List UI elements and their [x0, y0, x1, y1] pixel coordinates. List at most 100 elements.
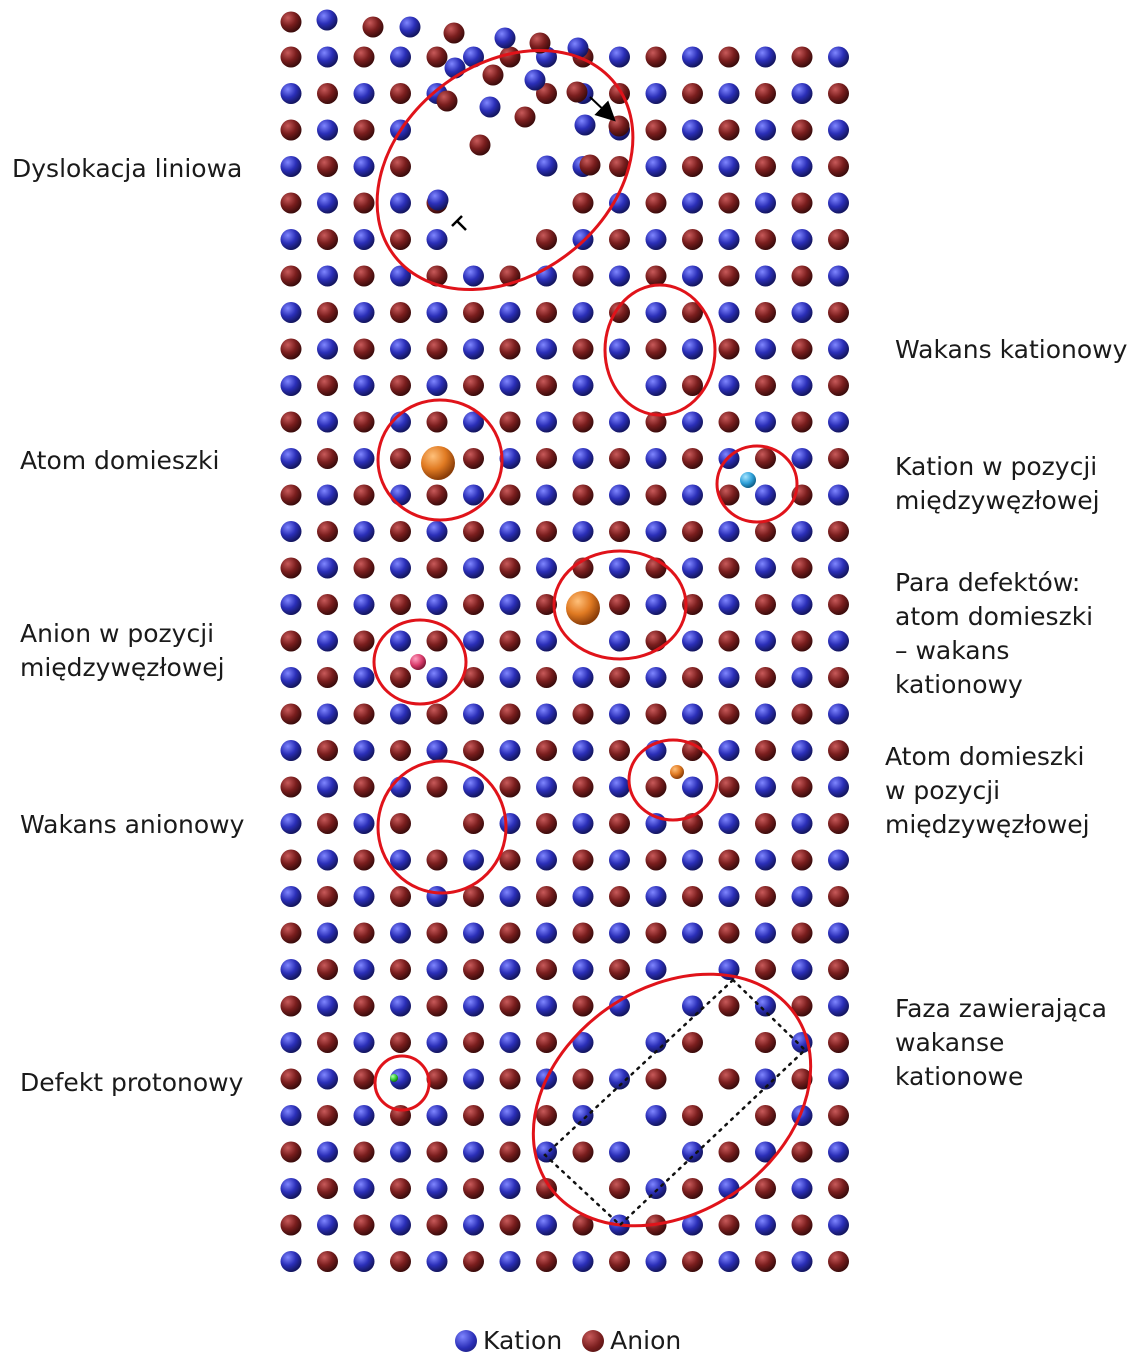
cation-atom [828, 265, 849, 287]
anion-atom [353, 1214, 375, 1236]
cation-atom [317, 484, 338, 506]
cation-atom [682, 849, 703, 871]
dislocation-highlight [375, 49, 635, 291]
anion-atom [463, 1251, 484, 1272]
anion-atom [718, 1141, 740, 1163]
anion-atom [362, 16, 384, 38]
anion-atom [436, 90, 458, 112]
cation-atom [499, 886, 521, 907]
cation-atom [390, 995, 411, 1017]
cation-atom [609, 776, 630, 798]
protonic-defect-highlight [373, 1054, 431, 1112]
anion-atom [718, 46, 740, 68]
cation-atom [755, 776, 776, 798]
anion-atom [426, 1141, 448, 1163]
label-impurity-atom: Atom domieszki [20, 446, 220, 475]
anion-atom [514, 106, 536, 128]
cation-atom [390, 703, 411, 725]
anion-atom [682, 375, 703, 396]
cation-atom [572, 302, 594, 323]
cation-atom [718, 813, 740, 834]
cation-atom [682, 411, 703, 433]
anion-atom [718, 703, 740, 725]
anion-atom [609, 156, 630, 177]
cation-atom [280, 302, 302, 323]
anion-atom [609, 813, 630, 834]
cation-atom [390, 1068, 411, 1090]
anion-atom [426, 630, 448, 652]
cation-atom [353, 594, 375, 615]
anion-atom [828, 448, 849, 469]
cation-atom [499, 521, 521, 542]
cation-atom [280, 1032, 302, 1053]
cation-atom [536, 557, 557, 579]
cation-atom [755, 484, 776, 506]
cation-atom [317, 995, 338, 1017]
cation-atom [353, 156, 375, 177]
anion-atom [755, 1251, 776, 1272]
anion-atom [426, 557, 448, 579]
cation-atom [463, 557, 484, 579]
cation-atom [828, 338, 849, 360]
cation-atom [791, 302, 813, 323]
anion-atom [353, 922, 375, 944]
cation-atom [572, 375, 594, 396]
cation-atom [317, 338, 338, 360]
label-anion-vacancy: Wakans anionowy [20, 810, 245, 839]
anion-atom [645, 1068, 667, 1090]
anion-atom [353, 119, 375, 141]
label-interstitial-cation: Kation w pozycji międzywęzłowej [895, 452, 1100, 515]
anion-atom [755, 375, 776, 396]
cation-atom [390, 557, 411, 579]
anion-atom [280, 703, 302, 725]
cation-atom [536, 776, 557, 798]
cation-atom [609, 46, 630, 68]
cation-atom [463, 1214, 484, 1236]
impurity-highlight [376, 398, 504, 522]
cation-atom [536, 630, 557, 652]
anion-atom [791, 265, 813, 287]
anion-atom [755, 1105, 776, 1126]
anion-atom [463, 448, 484, 469]
cation-atom [390, 265, 411, 287]
anion-atom [536, 1251, 557, 1272]
cation-atom [280, 448, 302, 469]
cation-atom [572, 1105, 594, 1126]
anion-atom [828, 740, 849, 761]
anion-atom [426, 46, 448, 68]
anion-atom [317, 1251, 338, 1272]
anion-atom [353, 630, 375, 652]
anion-atom [572, 995, 594, 1017]
anion-atom [353, 46, 375, 68]
anion-atom [499, 411, 521, 433]
cation-atom [682, 46, 703, 68]
anion-atom [828, 156, 849, 177]
anion-atom [755, 667, 776, 688]
anion-atom [499, 703, 521, 725]
cation-atom [609, 849, 630, 871]
cation-atom [536, 1214, 557, 1236]
anion-atom [317, 1032, 338, 1053]
anion-atom [682, 1105, 703, 1126]
cation-atom [399, 16, 421, 38]
cation-atom [645, 156, 667, 177]
anion-atom [645, 776, 667, 798]
anion-atom [609, 886, 630, 907]
anion-atom [572, 192, 594, 214]
anion-atom [353, 265, 375, 287]
cation-atom [317, 46, 338, 68]
anion-atom [280, 557, 302, 579]
cation-atom [463, 46, 484, 68]
cation-atom [463, 338, 484, 360]
anion-atom [317, 959, 338, 980]
anion-atom [390, 302, 411, 323]
cation-atom [426, 1105, 448, 1126]
anion-atom [390, 667, 411, 688]
cation-atom [828, 703, 849, 725]
cation-atom [755, 1068, 776, 1090]
cation-atom [828, 46, 849, 68]
anion-atom [463, 302, 484, 323]
cation-atom [353, 83, 375, 104]
cation-atom [718, 886, 740, 907]
cation-atom [536, 995, 557, 1017]
